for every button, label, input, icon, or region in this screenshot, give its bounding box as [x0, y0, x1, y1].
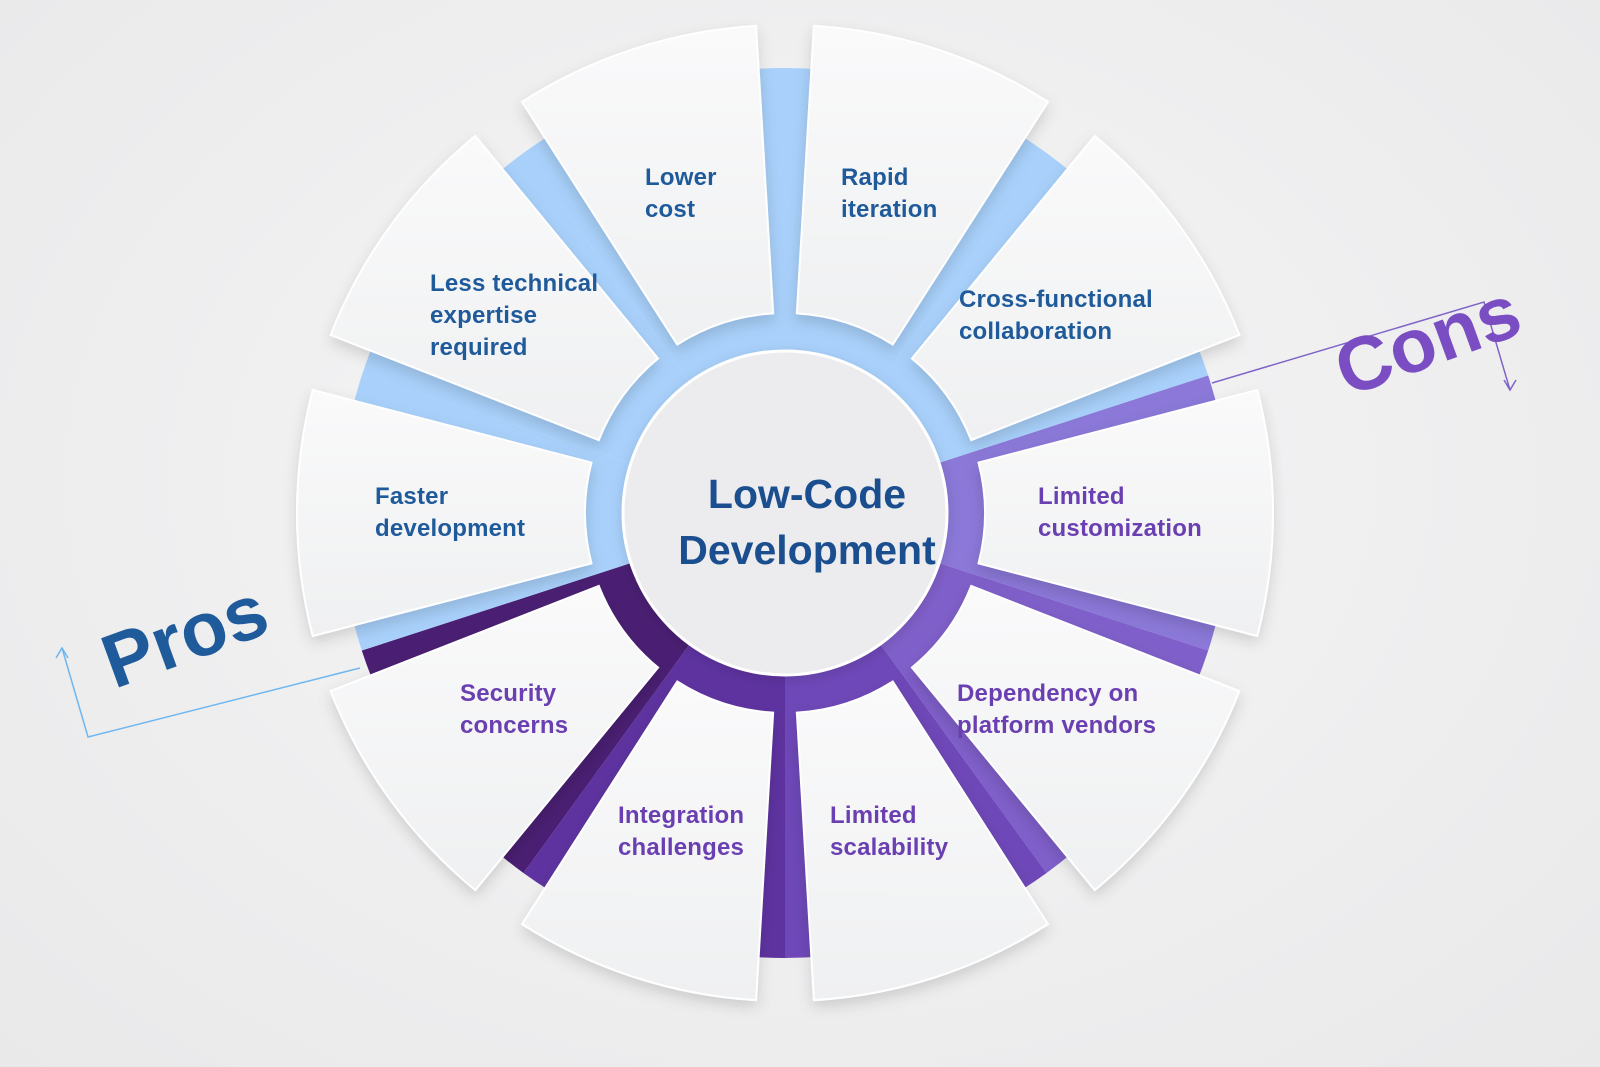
segment-card-layer: [296, 24, 1274, 1002]
segment-label-line: challenges: [618, 834, 745, 861]
segment-label-line: Integration: [618, 802, 745, 829]
segment-card-integration-challenges: [520, 680, 775, 1002]
segment-label-line: Faster: [375, 483, 449, 510]
segment-label-line: concerns: [460, 712, 569, 739]
segment-label-limited-customization: Limited customization: [1038, 481, 1202, 545]
segment-card-less-technical-expertise-required: [329, 134, 660, 442]
segment-label-dependency-on-platform-vendors: Dependency on platform vendors: [957, 678, 1156, 742]
segment-card-limited-scalability: [795, 680, 1050, 1002]
center-title-line-1: Low-Code: [707, 471, 907, 517]
segment-label-line: customization: [1038, 515, 1202, 542]
segment-label-line: scalability: [830, 834, 949, 861]
segment-label-cross-functional-collaboration: Cross-functional collaboration: [959, 284, 1153, 348]
segment-label-line: Limited: [830, 802, 917, 829]
segment-card-dependency-on-platform-vendors: [910, 584, 1241, 892]
segment-label-line: Limited: [1038, 483, 1125, 510]
segment-label-line: Dependency on: [957, 680, 1139, 707]
segment-label-faster-development: Faster development: [375, 481, 525, 545]
segment-card-limited-customization: [977, 388, 1274, 638]
pros-arrow-icon: [55, 646, 361, 738]
arrow-layer: [55, 301, 1517, 738]
center-title-line-2: Development: [678, 527, 936, 573]
segment-label-rapid-iteration: Rapid iteration: [841, 162, 937, 226]
segment-card-cross-functional-collaboration: [910, 134, 1241, 442]
segment-label-line: Cross-functional: [959, 286, 1153, 313]
cons-arrow-icon: [1211, 301, 1517, 392]
segment-card-security-concerns: [329, 584, 660, 892]
segment-label-line: required: [430, 334, 528, 361]
segment-label-less-technical-expertise-required: Less technical expertise required: [430, 268, 598, 364]
segment-card-faster-development: [296, 388, 593, 638]
segment-card-lower-cost: [520, 24, 775, 346]
segment-label-line: cost: [645, 196, 696, 223]
segment-label-line: platform vendors: [957, 712, 1157, 739]
segment-label-integration-challenges: Integration challenges: [618, 800, 744, 864]
segment-card-rapid-iteration: [795, 24, 1050, 346]
segment-label-line: expertise: [430, 302, 538, 329]
segment-label-line: Rapid: [841, 164, 909, 191]
segment-label-security-concerns: Security concerns: [460, 678, 568, 742]
segment-label-line: iteration: [841, 196, 938, 223]
segment-label-limited-scalability: Limited scalability: [830, 800, 948, 864]
segment-label-line: collaboration: [959, 318, 1113, 345]
center-circle: [621, 349, 949, 677]
segment-label-line: development: [375, 515, 526, 542]
segment-label-line: Security: [460, 680, 557, 707]
segment-label-line: Lower: [645, 164, 717, 191]
center-title: Low-Code Development: [642, 466, 972, 578]
segment-label-line: Less technical: [430, 270, 599, 297]
segment-label-lower-cost: Lower cost: [645, 162, 717, 226]
